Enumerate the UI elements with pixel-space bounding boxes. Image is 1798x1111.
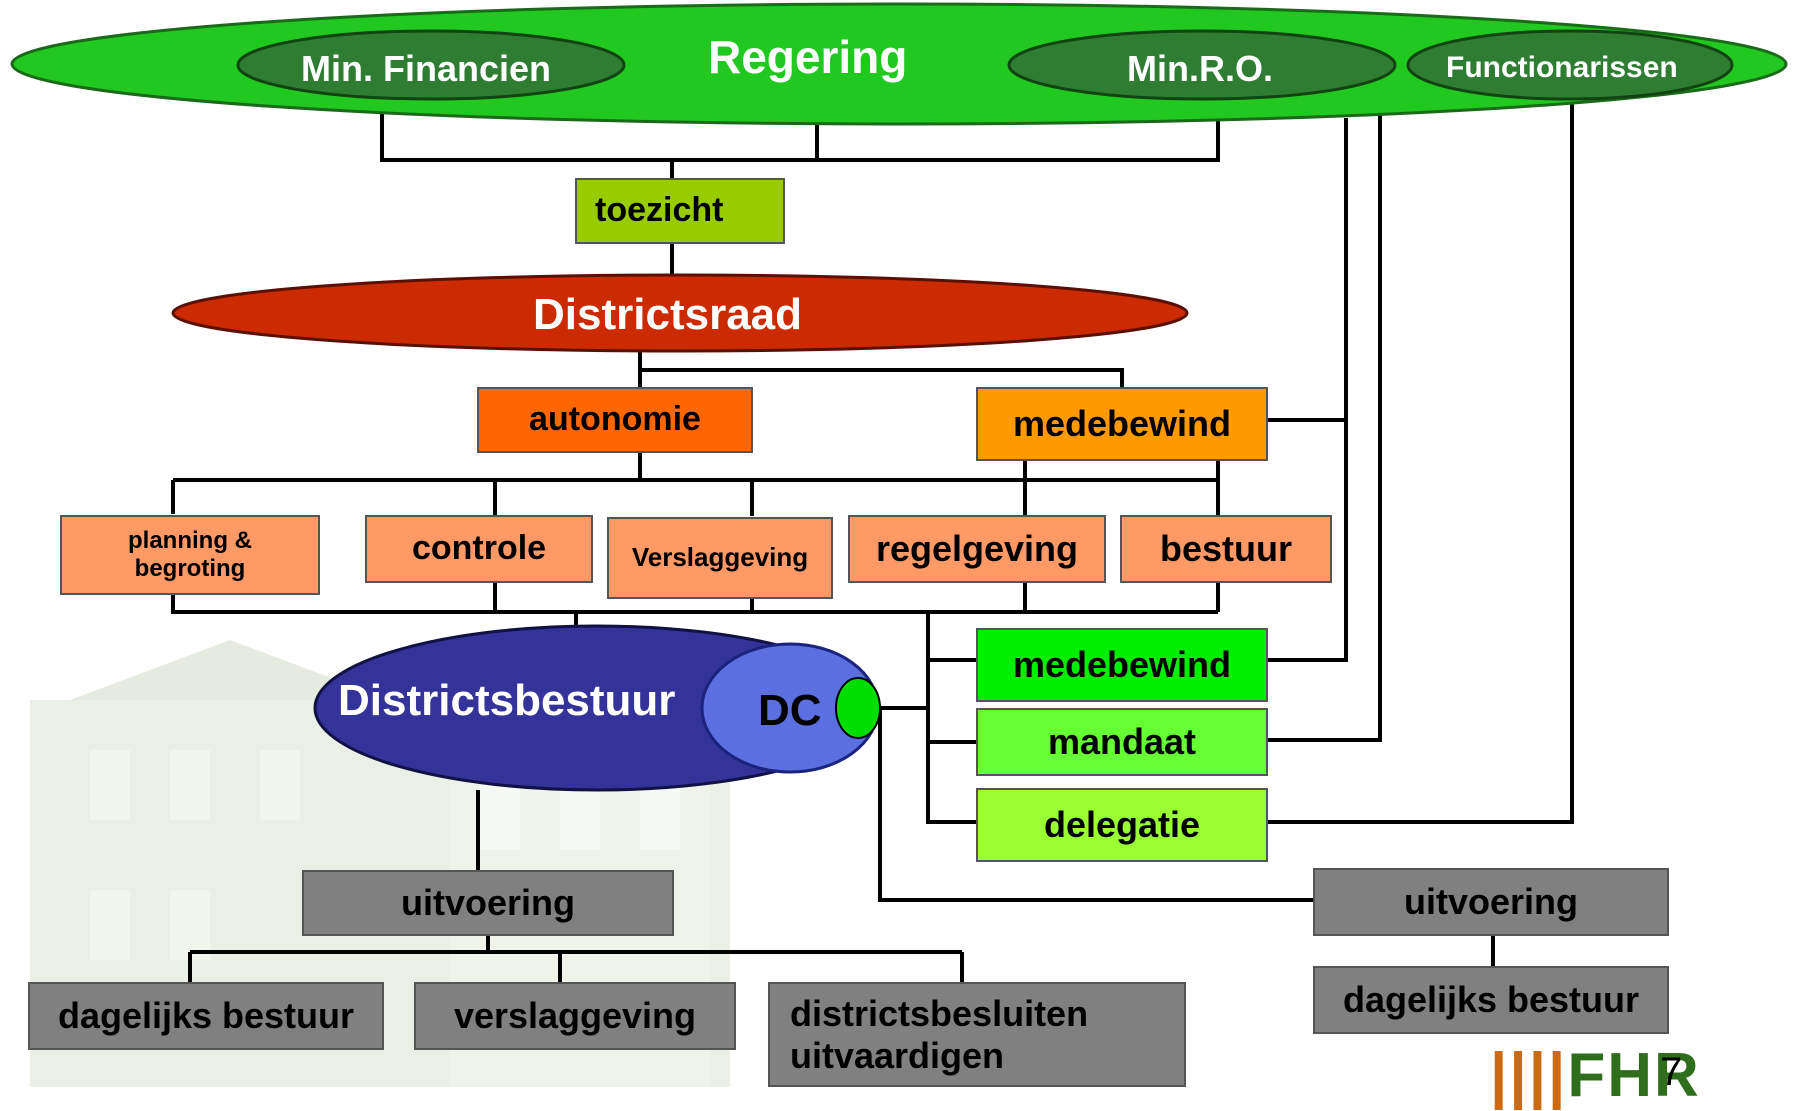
functionaries-ellipse <box>1406 29 1734 101</box>
function-planning-box: planning & begroting <box>60 515 320 595</box>
dc-label: DC <box>758 686 822 735</box>
board-task-reporting-box: verslaggeving <box>414 982 736 1050</box>
diagram-canvas: Regering Min. Financien Min.R.O. Functio… <box>10 2 1788 1110</box>
government-title: Regering <box>708 31 908 83</box>
supervision-box: toezicht <box>575 178 785 244</box>
ministry-ro-ellipse <box>1007 29 1397 101</box>
board-execution-box: uitvoering <box>302 870 674 936</box>
council-ellipse <box>171 273 1189 353</box>
dc-node-ellipse <box>835 677 881 739</box>
power-co-governance-box: medebewind <box>976 628 1268 702</box>
ministry-finance-label: Min. Financien <box>301 48 552 89</box>
council-title: Districtsraad <box>533 290 803 339</box>
functionaries-label: Functionarissen <box>1446 51 1678 84</box>
board-title: Districtsbestuur <box>338 676 676 725</box>
page-number: 7 <box>1660 1050 1683 1094</box>
logo-bars-icon: |||| <box>1490 1041 1568 1110</box>
function-reporting-box: Verslaggeving <box>607 517 833 599</box>
board-task-daily-box: dagelijks bestuur <box>28 982 384 1050</box>
co-governance-box: medebewind <box>976 387 1268 461</box>
autonomy-box: autonomie <box>477 387 753 453</box>
power-delegation-box: delegatie <box>976 788 1268 862</box>
ministry-ro-label: Min.R.O. <box>1127 48 1273 89</box>
ministry-finance-ellipse <box>236 29 626 101</box>
board-task-decrees-box: districtsbesluiten uitvaardigen <box>768 982 1186 1087</box>
power-mandate-box: mandaat <box>976 708 1268 776</box>
function-regulation-box: regelgeving <box>848 515 1106 583</box>
function-control-box: controle <box>365 515 593 583</box>
function-governance-box: bestuur <box>1120 515 1332 583</box>
dc-execution-box: uitvoering <box>1313 868 1669 936</box>
dc-task-daily-box: dagelijks bestuur <box>1313 966 1669 1034</box>
connector-lines <box>171 98 1574 986</box>
